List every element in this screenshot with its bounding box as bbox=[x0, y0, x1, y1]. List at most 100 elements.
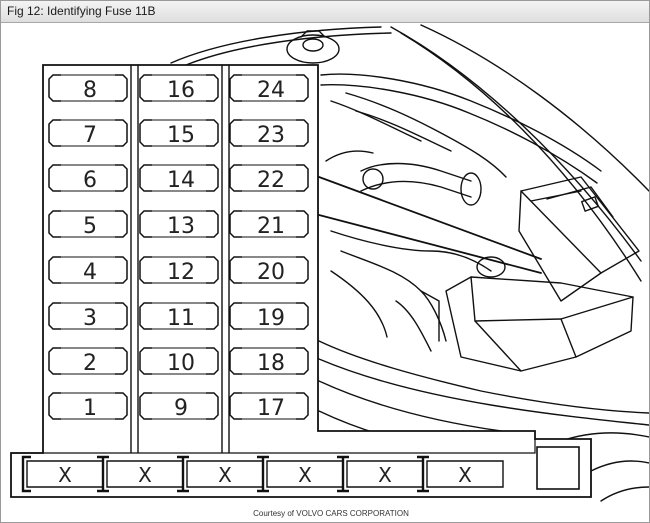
fuse-bracket-right bbox=[206, 210, 219, 238]
fuse-bracket-left bbox=[48, 164, 61, 192]
fuse-slot: 4 bbox=[48, 256, 128, 285]
fuse-number: 14 bbox=[167, 168, 195, 193]
fuse-bracket-right bbox=[115, 392, 128, 420]
fuse-bracket-right bbox=[296, 210, 309, 238]
fusebox-outline bbox=[10, 64, 592, 498]
fuse-bracket-left bbox=[48, 302, 61, 330]
fuse-number: 9 bbox=[174, 396, 188, 421]
fuse-bracket-left bbox=[139, 302, 152, 330]
fuse-slot: 12 bbox=[139, 256, 219, 285]
fuse-slot: 24 bbox=[229, 74, 309, 103]
figure-title: Fig 12: Identifying Fuse 11B bbox=[7, 4, 156, 18]
relay-end-cap bbox=[21, 455, 31, 493]
relay-connector bbox=[257, 455, 269, 493]
relay-marker: X bbox=[298, 463, 312, 487]
fuse-bracket-right bbox=[206, 164, 219, 192]
fuse-bracket-left bbox=[139, 392, 152, 420]
fuse-slot: 11 bbox=[139, 302, 219, 331]
fuse-bracket-left bbox=[48, 210, 61, 238]
fuse-bracket-right bbox=[296, 347, 309, 375]
fuse-number: 17 bbox=[257, 396, 285, 421]
fuse-bracket-right bbox=[115, 74, 128, 102]
fuse-number: 16 bbox=[167, 78, 195, 103]
fuse-slot: 16 bbox=[139, 74, 219, 103]
fuse-slot: 20 bbox=[229, 256, 309, 285]
fuse-slot: 14 bbox=[139, 164, 219, 193]
fuse-bracket-left bbox=[48, 74, 61, 102]
fuse-bracket-right bbox=[206, 256, 219, 284]
relay-connector bbox=[177, 455, 189, 493]
fuse-bracket-right bbox=[206, 302, 219, 330]
fuse-bracket-right bbox=[296, 74, 309, 102]
fuse-slot: 5 bbox=[48, 210, 128, 239]
fuse-slot: 21 bbox=[229, 210, 309, 239]
fuse-slot: 23 bbox=[229, 119, 309, 148]
fuse-number: 21 bbox=[257, 214, 285, 239]
fuse-bracket-right bbox=[115, 302, 128, 330]
fuse-bracket-left bbox=[229, 302, 242, 330]
fuse-bracket-left bbox=[229, 119, 242, 147]
fuse-number: 24 bbox=[257, 78, 285, 103]
fuse-bracket-left bbox=[229, 347, 242, 375]
fuse-slot: 17 bbox=[229, 392, 309, 421]
fuse-bracket-left bbox=[48, 347, 61, 375]
fuse-bracket-left bbox=[229, 210, 242, 238]
fuse-slot: 7 bbox=[48, 119, 128, 148]
fuse-slot: 8 bbox=[48, 74, 128, 103]
fuse-slot: 9 bbox=[139, 392, 219, 421]
fuse-slot: 15 bbox=[139, 119, 219, 148]
fuse-bracket-left bbox=[139, 119, 152, 147]
fuse-bracket-right bbox=[296, 302, 309, 330]
fuse-bracket-right bbox=[206, 119, 219, 147]
fuse-number: 7 bbox=[83, 123, 97, 148]
fuse-bracket-left bbox=[229, 74, 242, 102]
fuse-number: 23 bbox=[257, 123, 285, 148]
fuse-bracket-right bbox=[115, 256, 128, 284]
fuse-bracket-left bbox=[48, 256, 61, 284]
fuse-number: 8 bbox=[83, 78, 97, 103]
fuse-bracket-left bbox=[139, 256, 152, 284]
fuse-diagram: 876543211615141312111092423222120191817 … bbox=[10, 24, 649, 502]
fuse-number: 11 bbox=[167, 306, 195, 331]
fuse-number: 13 bbox=[167, 214, 195, 239]
fuse-number: 4 bbox=[83, 260, 97, 285]
column-dividers bbox=[130, 65, 230, 453]
fuse-number: 22 bbox=[257, 168, 285, 193]
fuse-number: 5 bbox=[83, 214, 97, 239]
fuse-number: 20 bbox=[257, 260, 285, 285]
fuse-bracket-right bbox=[206, 347, 219, 375]
relay-connector bbox=[337, 455, 349, 493]
fuse-bracket-left bbox=[139, 347, 152, 375]
fuse-bracket-right bbox=[296, 119, 309, 147]
relay-connector bbox=[417, 455, 429, 493]
fuse-slot: 6 bbox=[48, 164, 128, 193]
fuse-number: 10 bbox=[167, 351, 195, 376]
fuse-number: 12 bbox=[167, 260, 195, 285]
fuse-bracket-right bbox=[115, 164, 128, 192]
fuse-bracket-left bbox=[229, 164, 242, 192]
relay-outline bbox=[426, 460, 504, 488]
fuse-number: 6 bbox=[83, 168, 97, 193]
fuse-bracket-right bbox=[206, 74, 219, 102]
connector-square bbox=[536, 446, 580, 490]
relay-marker: X bbox=[458, 463, 472, 487]
relay-connector bbox=[97, 455, 109, 493]
fuse-number: 2 bbox=[83, 351, 97, 376]
fusebox-inner-edge bbox=[11, 439, 536, 454]
fuse-bracket-right bbox=[296, 256, 309, 284]
fuse-slot: 2 bbox=[48, 347, 128, 376]
relay-marker: X bbox=[378, 463, 392, 487]
fuse-bracket-right bbox=[296, 164, 309, 192]
fuse-bracket-left bbox=[139, 74, 152, 102]
fuse-bracket-left bbox=[139, 210, 152, 238]
relay-marker: X bbox=[58, 463, 72, 487]
fuse-number: 3 bbox=[83, 306, 97, 331]
fuse-slot: 3 bbox=[48, 302, 128, 331]
image-credit: Courtesy of VOLVO CARS CORPORATION bbox=[253, 509, 409, 518]
fuse-slot: 13 bbox=[139, 210, 219, 239]
fuse-number: 18 bbox=[257, 351, 285, 376]
fuse-slot: 19 bbox=[229, 302, 309, 331]
fuse-number: 15 bbox=[167, 123, 195, 148]
